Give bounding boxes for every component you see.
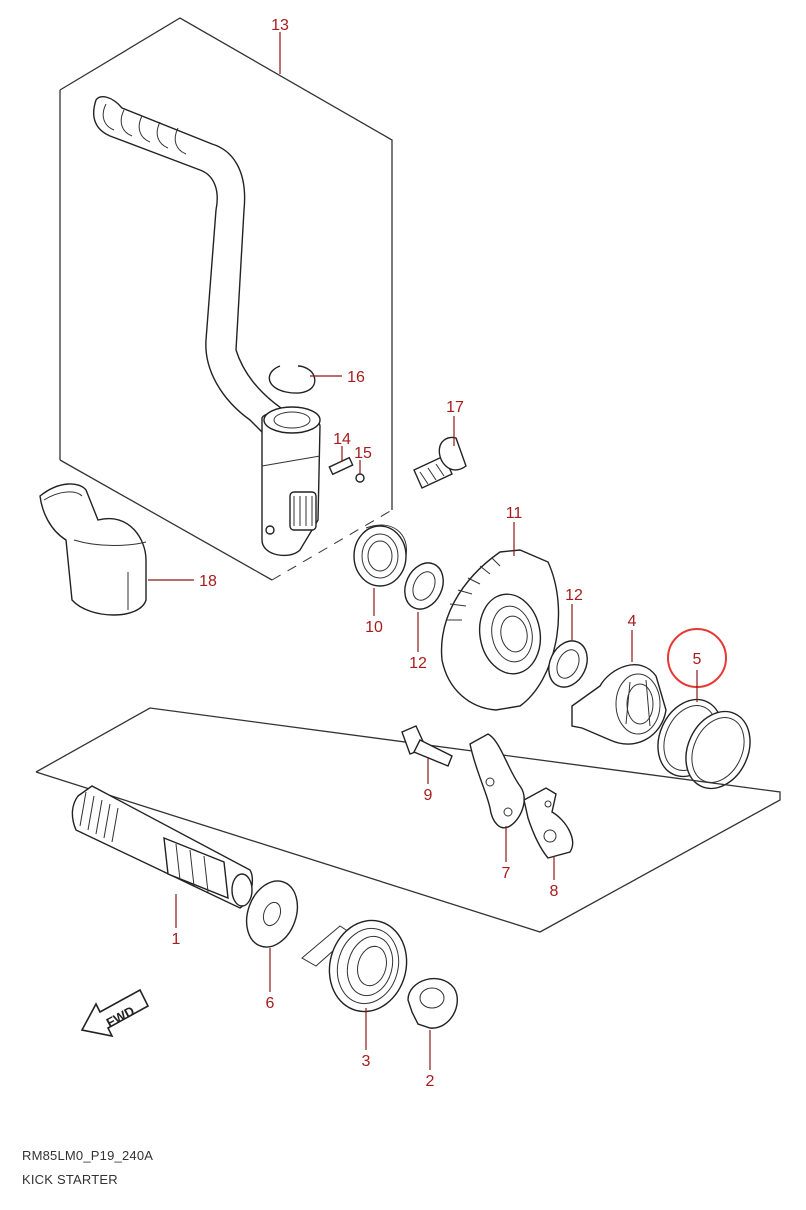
callout-2: 2	[426, 1073, 435, 1090]
circlip	[268, 365, 316, 394]
callout-15: 15	[354, 445, 372, 462]
callout-6: 6	[266, 995, 275, 1012]
callout-13: 13	[271, 17, 289, 34]
spring-guide-collar	[407, 977, 459, 1029]
rubber-boot	[39, 483, 147, 616]
callout-18: 18	[199, 573, 217, 590]
callout-11: 11	[506, 505, 523, 522]
kick-starter-gear	[440, 549, 560, 711]
callout-3: 3	[362, 1053, 371, 1070]
callout-17: 17	[446, 399, 464, 416]
callout-8: 8	[550, 883, 559, 900]
callouts: 13 16 14 15 17 18 10 12 11 12 4 5 9 7 8 …	[172, 17, 702, 1090]
callout-1: 1	[172, 931, 181, 948]
oil-seal	[353, 524, 408, 587]
diagram-title: KICK STARTER	[22, 1172, 118, 1187]
callout-12-left: 12	[409, 655, 427, 672]
callout-7: 7	[502, 865, 511, 882]
return-spring	[301, 919, 408, 1013]
fwd-arrow-icon: FWD	[80, 988, 150, 1038]
callout-14: 14	[333, 431, 351, 448]
kick-starter-shaft	[71, 785, 254, 909]
callout-5: 5	[693, 651, 702, 668]
callout-10: 10	[365, 619, 383, 636]
assembly-box-lower	[35, 707, 781, 933]
kick-lever	[92, 96, 321, 557]
diagram-code: RM85LM0_P19_240A	[22, 1148, 154, 1163]
callout-9: 9	[424, 787, 433, 804]
callout-4: 4	[628, 613, 637, 630]
washer-12-left	[404, 562, 444, 610]
bolt-17	[413, 436, 467, 489]
washer-12-right	[548, 640, 588, 688]
callout-16: 16	[347, 369, 365, 386]
ratchet	[571, 664, 667, 745]
leader-lines	[148, 32, 698, 1070]
steel-ball	[355, 473, 365, 483]
callout-12-right: 12	[565, 587, 583, 604]
bolt-9	[401, 725, 453, 767]
guide-plate	[469, 733, 525, 829]
stopper-plate	[523, 787, 574, 859]
spring-pin	[328, 456, 354, 476]
assembly-box-upper	[59, 17, 393, 581]
ratchet-spring	[657, 698, 751, 790]
thrust-washer	[245, 880, 299, 948]
